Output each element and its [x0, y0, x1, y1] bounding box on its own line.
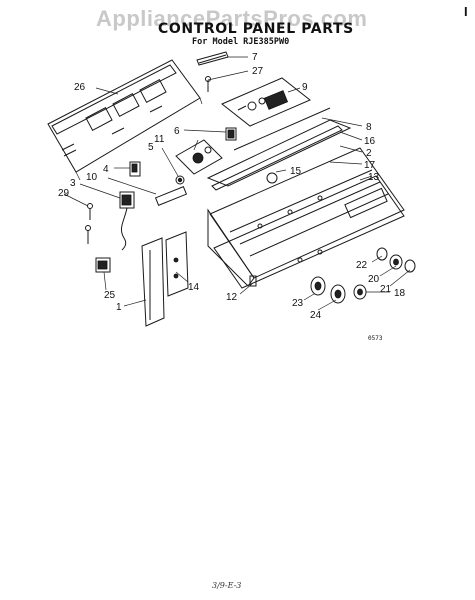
model-subtitle: For Model RJE385PW0: [192, 37, 290, 47]
callout-18: 18: [394, 288, 406, 299]
part-2-17-13-control-panel: [207, 147, 405, 289]
callout-1: 1: [116, 302, 122, 313]
part-10-connector: [154, 186, 188, 206]
part-3-switch: [119, 191, 135, 251]
part-11-switch: [175, 139, 223, 175]
footer-code: 3/9-E-3: [212, 581, 242, 590]
callout-3: 3: [70, 178, 76, 189]
callout-13: 13: [368, 172, 380, 183]
callout-24: 24: [310, 310, 322, 321]
part-23-knob: [310, 276, 326, 296]
part-25-terminal-block: [95, 257, 111, 273]
diagram-code: 0573: [368, 335, 383, 342]
part-8-16-trim-strips: [206, 107, 352, 191]
part-7-trim: [196, 51, 229, 66]
callout-9: 9: [302, 82, 308, 93]
callout-20: 20: [368, 274, 380, 285]
part-18-knob: [353, 284, 367, 300]
diagram-title: CONTROL PANEL PARTS: [158, 21, 354, 37]
part-26-backguard: [47, 59, 203, 181]
callout-23: 23: [292, 298, 304, 309]
part-27-screw: [205, 76, 211, 92]
callout-labels: 7 27 26 9 6 8 11 16 5 2 4 17 15 10 13 3 …: [58, 52, 406, 321]
callout-17: 17: [364, 160, 376, 171]
callout-25: 25: [104, 290, 116, 301]
callout-11: 11: [154, 134, 165, 145]
callout-27: 27: [252, 66, 264, 77]
watermark: AppliancePartsPros.com: [96, 6, 368, 31]
part-9-clock-module: [221, 77, 311, 127]
callout-29: 29: [58, 188, 70, 199]
part-6-bracket: [225, 127, 237, 141]
part-24-knob: [330, 284, 346, 304]
part-1-14-side-bracket: [141, 231, 189, 327]
part-5-insert: [175, 175, 185, 185]
callout-15: 15: [290, 166, 302, 177]
callout-26: 26: [74, 82, 86, 93]
callout-5: 5: [148, 142, 154, 153]
leader-lines: [63, 56, 411, 311]
part-29-screws: [85, 203, 93, 244]
callout-21: 21: [380, 284, 392, 295]
part-20-21-knob: [389, 254, 416, 273]
callout-2: 2: [366, 148, 372, 159]
callout-6: 6: [174, 126, 180, 137]
callout-22: 22: [356, 260, 368, 271]
callout-16: 16: [364, 136, 376, 147]
callout-7: 7: [252, 52, 258, 63]
part-22-knob: [376, 247, 388, 261]
callout-8: 8: [366, 122, 372, 133]
callout-4: 4: [103, 164, 109, 175]
corner-mark: I: [464, 4, 468, 19]
callout-10: 10: [86, 172, 98, 183]
callout-14: 14: [188, 282, 200, 293]
callout-12: 12: [226, 292, 238, 303]
part-4-clip: [129, 161, 141, 177]
part-12-clip: [249, 275, 257, 287]
